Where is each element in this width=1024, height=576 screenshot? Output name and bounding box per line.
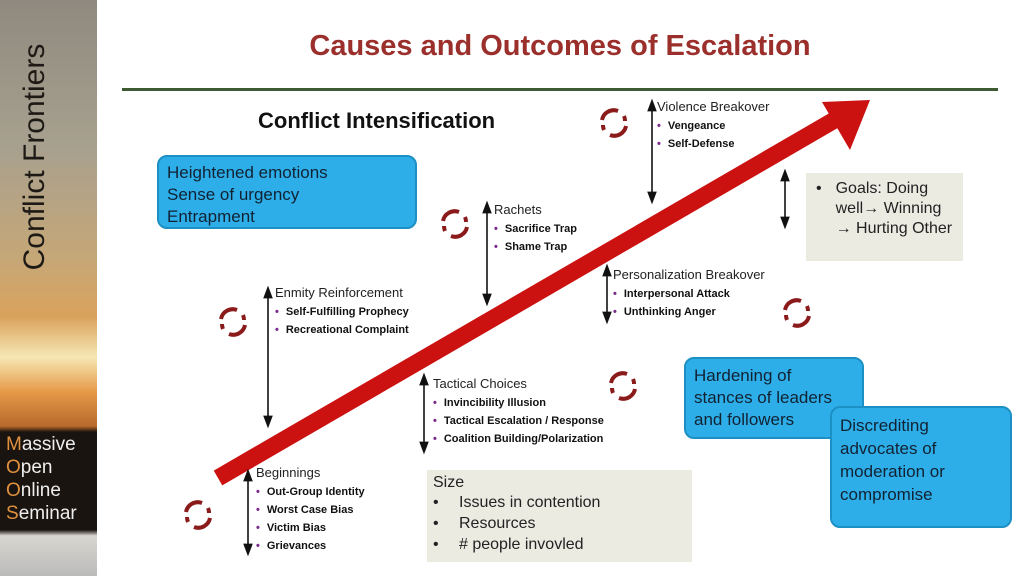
stage-item: Victim Bias (256, 519, 365, 537)
stage-title: Enmity Reinforcement (275, 285, 403, 300)
stage-title: Beginnings (256, 465, 321, 480)
stage-item: Invincibility Illusion (433, 394, 604, 412)
title-divider (122, 88, 998, 91)
stage-title: Violence Breakover (657, 99, 770, 114)
stage-label: Violence BreakoverVengeanceSelf-Defense (657, 99, 770, 153)
stage-item: Self-Fulfilling Prophecy (275, 303, 409, 321)
stage-title: Personalization Breakover (613, 267, 765, 282)
size-title: Size (433, 474, 465, 491)
stage-item: Worst Case Bias (256, 501, 365, 519)
stage-item: Recreational Complaint (275, 321, 409, 339)
emotion-item: Heightened emotions (167, 163, 328, 182)
stage-title: Rachets (494, 202, 542, 217)
emotions-box: Heightened emotions Sense of urgency Ent… (157, 155, 417, 229)
program-word: Seminar (6, 503, 77, 524)
stage-label: BeginningsOut-Group IdentityWorst Case B… (256, 465, 365, 555)
program-name: Massive Open Online Seminar (6, 433, 77, 525)
stage-item: Self-Defense (657, 135, 770, 153)
stage-item: Tactical Escalation / Response (433, 412, 604, 430)
size-item: •# people invovled (433, 536, 584, 553)
program-word: Massive (6, 434, 76, 455)
stage-item: Sacrifice Trap (494, 220, 577, 238)
slide-title: Causes and Outcomes of Escalation (309, 30, 811, 62)
stage-title: Tactical Choices (433, 376, 527, 391)
cycle-icon (441, 209, 469, 239)
stage-item: Grievances (256, 537, 365, 555)
size-item: •Resources (433, 515, 536, 532)
subtitle: Conflict Intensification (258, 108, 496, 133)
cycle-icon (600, 108, 628, 138)
sidebar-banner: Conflict Frontiers Massive Open Online S… (0, 0, 97, 576)
discrediting-box: Discrediting advocates of moderation or … (830, 406, 1012, 528)
goals-text: Goals: Doing well→ Winning → Hurting Oth… (835, 180, 953, 237)
stage-label: Tactical ChoicesInvincibility IllusionTa… (433, 376, 604, 448)
stage-label: RachetsSacrifice TrapShame Trap (494, 202, 577, 256)
cycle-icon (783, 298, 811, 328)
escalation-arrow (213, 100, 870, 486)
stage-label: Enmity ReinforcementSelf-Fulfilling Prop… (275, 285, 409, 339)
cycle-icon (219, 307, 247, 337)
goals-box: •Goals: Doing well→ Winning → Hurting Ot… (806, 173, 963, 261)
emotion-item: Sense of urgency (167, 185, 300, 204)
emotion-item: Entrapment (167, 207, 255, 226)
stage-label: Personalization BreakoverInterpersonal A… (613, 267, 765, 321)
stage-item: Unthinking Anger (613, 303, 765, 321)
stage-item: Coalition Building/Polarization (433, 430, 604, 448)
stage-item: Shame Trap (494, 238, 577, 256)
program-word: Open (6, 457, 53, 478)
size-box: Size •Issues in contention •Resources •#… (427, 470, 692, 562)
stage-item: Interpersonal Attack (613, 285, 765, 303)
cycle-icon (609, 371, 637, 401)
program-word: Online (6, 480, 61, 501)
stage-item: Out-Group Identity (256, 483, 365, 501)
stage-item: Vengeance (657, 117, 770, 135)
hardening-box: Hardening of stances of leaders and foll… (684, 357, 864, 439)
size-item: •Issues in contention (433, 494, 601, 511)
cycle-icon (184, 500, 212, 530)
